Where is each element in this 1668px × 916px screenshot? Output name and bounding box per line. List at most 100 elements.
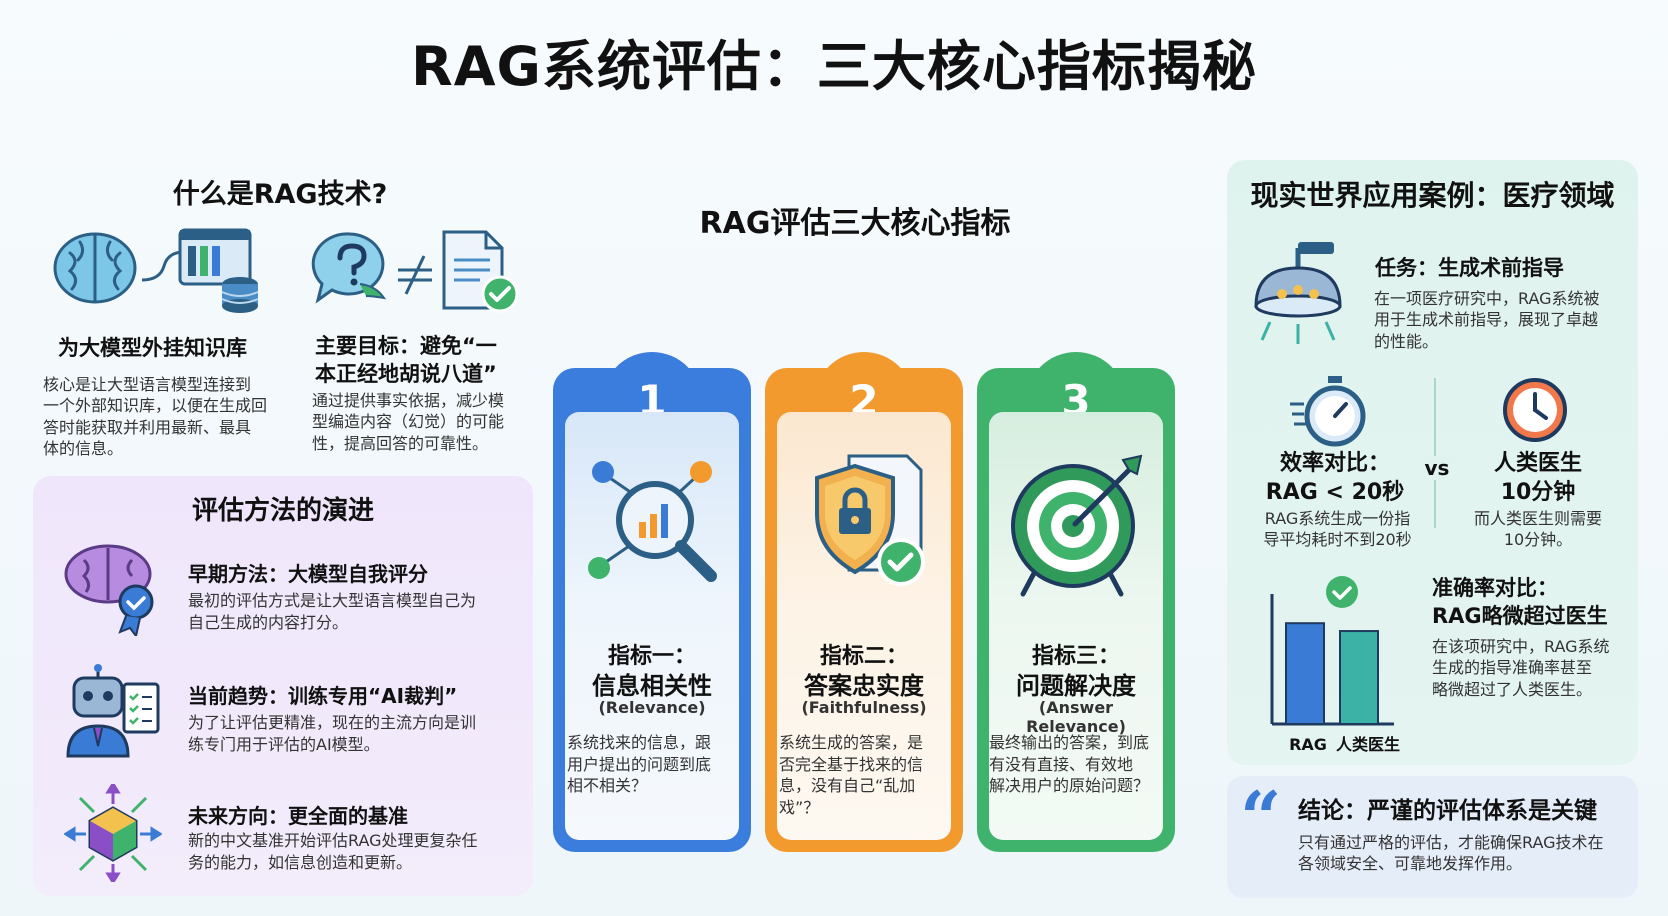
evolution-item-heading: 未来方向：更全面的基准 xyxy=(188,804,408,828)
card-description-line: 解决用户的原始问题？ xyxy=(989,776,1150,796)
card-description-line: 最终输出的答案，到底 xyxy=(989,733,1150,752)
goal-heading-line: 本正经地胡说八道” xyxy=(315,362,497,387)
card-body: 指标三： 问题解决度 (Answer Relevance) xyxy=(989,412,1163,840)
divider xyxy=(1434,378,1436,528)
efficiency-body-line: RAG系统生成一份指 xyxy=(1264,509,1411,528)
card-description-line: 用户提出的问题到底 xyxy=(567,754,712,774)
card-description-line: 有没有直接、有效地 xyxy=(989,754,1134,774)
metric-card-relevance: 1 指标一： 信息相关性 (Relevance) 系统找来的信息，跟 用户提出的… xyxy=(553,352,751,852)
versus-label: vs xyxy=(1424,456,1450,480)
evolution-item-body: 新的中文基准开始评估RAG处理更复杂任 务的能力，如信息创造和更新。 xyxy=(188,830,518,873)
card-heading: 指标二： xyxy=(819,644,908,669)
not-equal-icon xyxy=(398,255,432,295)
knowledge-body-line: 核心是让大型语言模型连接到 xyxy=(43,375,252,394)
evolution-item-body-line: 新的中文基准开始评估RAG处理更复杂任 xyxy=(188,831,478,850)
efficiency-heading-line: 10分钟 xyxy=(1500,479,1576,505)
evolution-item-body-line: 最初的评估方式是让大型语言模型自己为 xyxy=(188,591,477,610)
robot-judge-icon xyxy=(66,664,160,758)
case-title: 现实世界应用案例：医疗领域 xyxy=(1250,179,1615,212)
brain-badge-icon xyxy=(64,544,154,636)
card-description: 系统找来的信息，跟 用户提出的问题到底 相不相关？ xyxy=(567,732,737,797)
card-description-line: 否完全基于找来的信 xyxy=(779,754,924,774)
what-is-rag-title: 什么是RAG技术? xyxy=(172,179,388,210)
accuracy-heading-line: 准确率对比： xyxy=(1432,576,1558,600)
verified-document-icon xyxy=(442,230,519,313)
bar-label-doctor: 人类医生 xyxy=(1336,735,1400,754)
goal-body: 通过提供事实依据，减少模 型编造内容（幻觉）的可能 性，提高回答的可靠性。 xyxy=(312,390,537,454)
goal-heading: 主要目标：避免“一 本正经地胡说八道” xyxy=(315,332,545,389)
evolution-item-heading: 早期方法：大模型自我评分 xyxy=(188,562,428,586)
conclusion-body: 只有通过严格的评估，才能确保RAG技术在 各领域安全、可靠地发挥作用。 xyxy=(1298,832,1633,875)
card-english-name: (Faithfulness) xyxy=(801,698,927,717)
card-heading: 指标三： xyxy=(1031,644,1120,669)
card-heading: 问题解决度 xyxy=(1016,672,1136,700)
efficiency-body-line: 而人类医生则需要 xyxy=(1473,509,1602,528)
goal-body-line: 性，提高回答的可靠性。 xyxy=(312,433,489,453)
evolution-item-body-line: 为了让评估更精准，现在的主流方向是训 xyxy=(188,713,477,732)
accuracy-bar-chart: RAG 人类医生 xyxy=(1270,576,1400,754)
task-heading: 任务：生成术前指导 xyxy=(1375,256,1564,280)
evolution-item-heading: 当前趋势：训练专用“AI裁判” xyxy=(188,684,458,708)
efficiency-heading-line: RAG < 20秒 xyxy=(1265,479,1405,505)
task-body-line: 的性能。 xyxy=(1374,331,1439,351)
cube-expand-icon xyxy=(64,784,162,882)
accuracy-body: 在该项研究中，RAG系统 生成的指导准确率甚至 略微超过了人类医生。 xyxy=(1432,636,1632,700)
conclusion-body-line: 各领域安全、可靠地发挥作用。 xyxy=(1298,854,1523,874)
efficiency-rag-body: RAG系统生成一份指 导平均耗时不到20秒 xyxy=(1245,508,1430,551)
stopwatch-icon xyxy=(1290,376,1366,447)
goal-body-line: 型编造内容（幻觉）的可能 xyxy=(312,412,505,432)
connector-line xyxy=(141,250,185,282)
card-english-name: (Answer Relevance) xyxy=(1026,698,1126,736)
clock-icon xyxy=(1503,378,1567,442)
efficiency-heading-line: 人类医生 xyxy=(1493,451,1582,476)
knowledge-body-line: 一个外部知识库，以便在生成回 xyxy=(43,396,268,416)
accuracy-heading-line: RAG略微超过医生 xyxy=(1432,604,1608,629)
metric-card-faithfulness: 2 指标二： 答案忠实度 (Faithfulness) 系统生成的答案，是 否完… xyxy=(765,352,963,852)
check-badge-icon xyxy=(1326,576,1358,608)
brain-icon xyxy=(53,232,137,304)
card-body: 指标一： 信息相关性 (Relevance) xyxy=(565,412,739,840)
card-heading: 信息相关性 xyxy=(592,672,712,700)
knowledge-body-line: 答时能获取并利用最新、最具 xyxy=(43,417,252,437)
card-heading: 指标一： xyxy=(607,644,696,669)
efficiency-doctor-body: 而人类医生则需要 10分钟。 xyxy=(1452,508,1624,551)
efficiency-body-line: 导平均耗时不到20秒 xyxy=(1263,530,1412,550)
page-title: RAG系统评估：三大核心指标揭秘 xyxy=(411,35,1257,98)
card-english-name: (Relevance) xyxy=(598,698,706,717)
accuracy-body-line: 生成的指导准确率甚至 xyxy=(1432,658,1593,678)
surgical-lamp-icon xyxy=(1254,242,1342,344)
knowledge-body-line: 体的信息。 xyxy=(43,438,124,458)
target-arrow-icon xyxy=(1011,454,1143,597)
card-description-line: 系统生成的答案，是 xyxy=(779,733,924,752)
database-icon xyxy=(178,228,259,313)
bar-label-rag: RAG xyxy=(1289,735,1327,754)
card-heading: 答案忠实度 xyxy=(804,672,924,700)
card-body: 指标二： 答案忠实度 (Faithfulness) xyxy=(777,412,951,840)
efficiency-rag-heading: 效率对比： RAG < 20秒 xyxy=(1240,450,1430,507)
bar-rag xyxy=(1285,622,1325,726)
conclusion-heading: 结论：严谨的评估体系是关键 xyxy=(1298,798,1597,824)
evolution-item-body-line: 自己生成的内容打分。 xyxy=(188,612,349,632)
magnifier-network-icon xyxy=(588,461,717,582)
question-bubble-icon xyxy=(311,232,387,304)
card-description-line: 系统找来的信息，跟 xyxy=(567,733,712,752)
task-body-line: 用于生成术前指导，展现了卓越 xyxy=(1374,310,1599,330)
conclusion-panel xyxy=(1227,776,1638,898)
task-body-line: 在一项医疗研究中，RAG系统被 xyxy=(1374,289,1600,308)
card-description-line: 相不相关？ xyxy=(567,776,648,796)
quote-mark-icon: “ xyxy=(1240,775,1282,860)
metric-card-answer-relevance: 3 指标三： 问题解决度 (Answer Relevance) 最终输出的答案，… xyxy=(977,352,1175,852)
knowledge-body: 核心是让大型语言模型连接到 一个外部知识库，以便在生成回 答时能获取并利用最新、… xyxy=(43,374,293,459)
efficiency-doctor-heading: 人类医生 10分钟 xyxy=(1448,450,1628,507)
conclusion-body-line: 只有通过严格的评估，才能确保RAG技术在 xyxy=(1298,833,1604,852)
knowledge-heading: 为大模型外挂知识库 xyxy=(58,336,247,360)
accuracy-body-line: 略微超过了人类医生。 xyxy=(1432,679,1593,699)
accuracy-body-line: 在该项研究中，RAG系统 xyxy=(1432,637,1610,656)
card-description: 系统生成的答案，是 否完全基于找来的信 息，没有自己“乱加 戏”？ xyxy=(779,732,949,818)
evolution-title: 评估方法的演进 xyxy=(191,496,374,526)
metrics-title: RAG评估三大核心指标 xyxy=(699,206,1011,241)
card-description-line: 戏”？ xyxy=(779,797,820,817)
evolution-item-body-line: 务的能力，如信息创造和更新。 xyxy=(188,852,413,872)
task-body: 在一项医疗研究中，RAG系统被 用于生成术前指导，展现了卓越 的性能。 xyxy=(1374,288,1636,352)
efficiency-body-line: 10分钟。 xyxy=(1503,530,1573,550)
